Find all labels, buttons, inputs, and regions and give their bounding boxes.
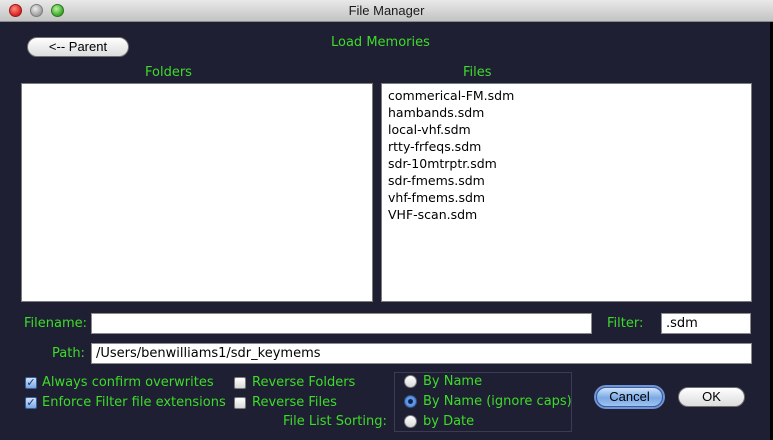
window-title: File Manager (348, 3, 425, 18)
dialog-heading: Load Memories (331, 35, 430, 50)
folders-label: Folders (145, 65, 192, 80)
file-list-item[interactable]: sdr-fmems.sdm (388, 173, 485, 188)
file-list-item[interactable]: vhf-fmems.sdm (388, 190, 486, 205)
filename-input[interactable] (91, 313, 592, 334)
file-list-item[interactable]: hambands.sdm (388, 105, 485, 120)
file-list-item[interactable]: commerical-FM.sdm (388, 88, 515, 103)
reverse-files-label: Reverse Files (252, 395, 337, 410)
enforce-filter-checkbox[interactable]: ✓ (25, 396, 37, 409)
cancel-button[interactable]: Cancel (596, 387, 663, 407)
files-list[interactable]: commerical-FM.sdm hambands.sdm local-vhf.s… (381, 83, 752, 302)
window-edge (770, 22, 773, 440)
sort-by-date-radio[interactable] (404, 415, 417, 428)
close-window-icon[interactable] (9, 4, 22, 17)
sort-by-name-ignore-caps-radio[interactable] (404, 395, 417, 408)
zoom-window-icon[interactable] (51, 4, 64, 17)
files-label: Files (463, 65, 492, 80)
title-bar: File Manager (0, 0, 773, 22)
sort-by-name-label: By Name (423, 374, 483, 389)
filter-label: Filter: (607, 316, 644, 331)
file-list-item[interactable]: rtty-frfeqs.sdm (388, 139, 482, 154)
filename-label: Filename: (24, 316, 88, 331)
sort-by-date-label: by Date (423, 414, 475, 429)
file-list-item[interactable]: VHF-scan.sdm (388, 207, 478, 222)
sort-by-name-radio[interactable] (404, 375, 417, 388)
path-input[interactable] (91, 343, 752, 364)
reverse-folders-label: Reverse Folders (252, 375, 356, 390)
file-list-item[interactable]: local-vhf.sdm (388, 122, 471, 137)
ok-button[interactable]: OK (678, 387, 745, 407)
sorting-radio-group (394, 372, 572, 432)
folders-list[interactable] (21, 83, 373, 302)
enforce-filter-label: Enforce Filter file extensions (42, 395, 226, 410)
file-list-sorting-label: File List Sorting: (283, 414, 387, 429)
minimize-window-icon[interactable] (30, 4, 43, 17)
reverse-folders-checkbox[interactable] (234, 377, 246, 389)
filter-input[interactable] (661, 313, 751, 334)
reverse-files-checkbox[interactable] (234, 397, 246, 409)
always-confirm-label: Always confirm overwrites (42, 375, 214, 390)
sort-by-name-ignore-caps-label: By Name (ignore caps) (423, 394, 572, 409)
parent-button[interactable]: <-- Parent (27, 37, 129, 57)
path-label: Path: (52, 346, 85, 361)
always-confirm-checkbox[interactable]: ✓ (25, 376, 37, 389)
file-list-item[interactable]: sdr-10mtrptr.sdm (388, 156, 497, 171)
